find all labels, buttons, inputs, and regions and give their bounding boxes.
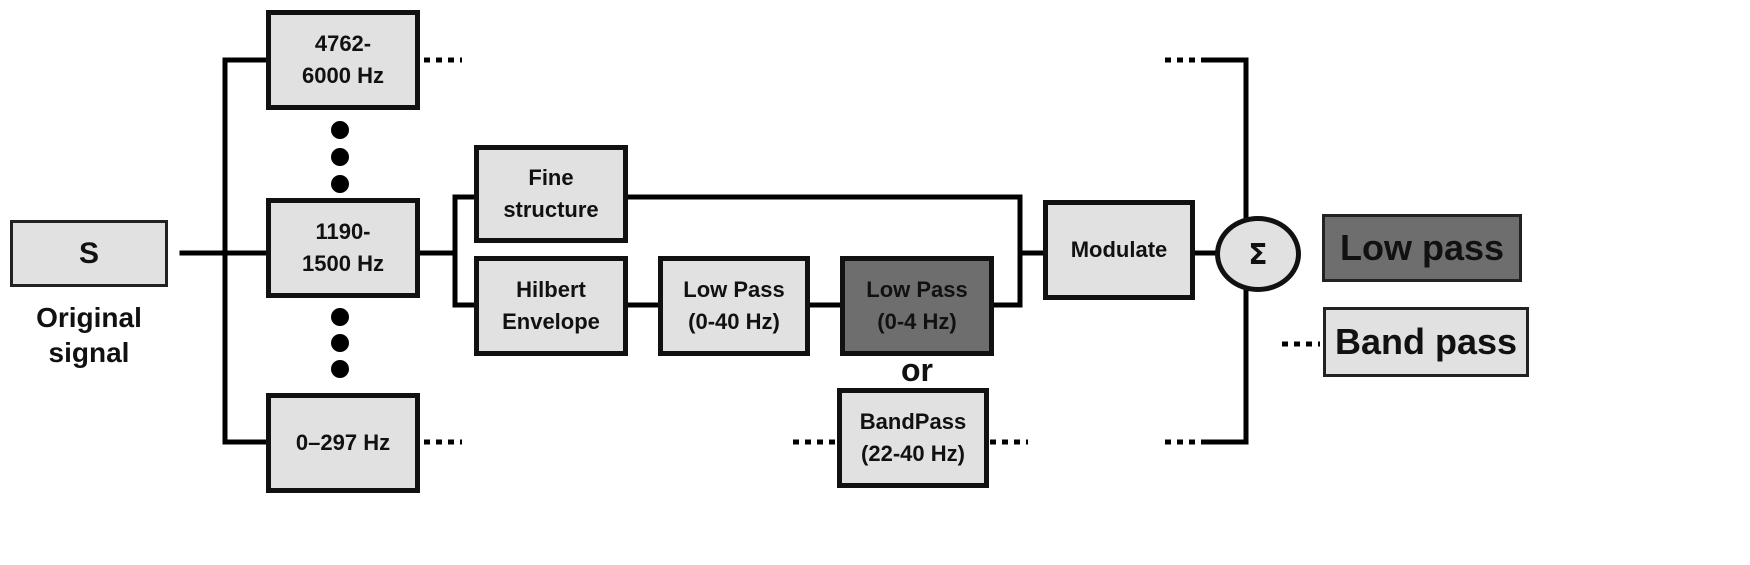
ellipsis-dot [331,148,349,166]
bandpass-22-40-block: BandPass (22-40 Hz) [837,388,989,488]
ellipsis-dot [331,334,349,352]
lowpass-0-4-block: Low Pass (0-4 Hz) [840,256,994,356]
modulate-block: Modulate [1043,200,1195,300]
ellipsis-dot [331,121,349,139]
lp4-to-modulate-wire [989,250,1023,308]
ellipsis-dot [331,308,349,326]
or-label: or [901,352,933,388]
fine-to-modulate-wire [623,194,1048,256]
band-filter-top: 4762- 6000 Hz [266,10,420,110]
band-pass-output: Band pass [1323,307,1529,377]
hilbert-envelope-block: Hilbert Envelope [474,256,628,356]
lowpass-0-40-block: Low Pass (0-40 Hz) [658,256,810,356]
band-filter-bottom: 0–297 Hz [266,393,420,493]
original-signal-caption: Original signal [36,302,142,368]
band-filter-middle: 1190- 1500 Hz [266,198,420,298]
ellipsis-dot [331,360,349,378]
summation-node: Σ [1215,216,1301,292]
original-signal-block: S [10,220,168,287]
low-pass-output: Low pass [1322,214,1522,282]
ellipsis-dot [331,175,349,193]
fine-structure-block: Fine structure [474,145,628,243]
continuation-dots [424,57,1320,445]
